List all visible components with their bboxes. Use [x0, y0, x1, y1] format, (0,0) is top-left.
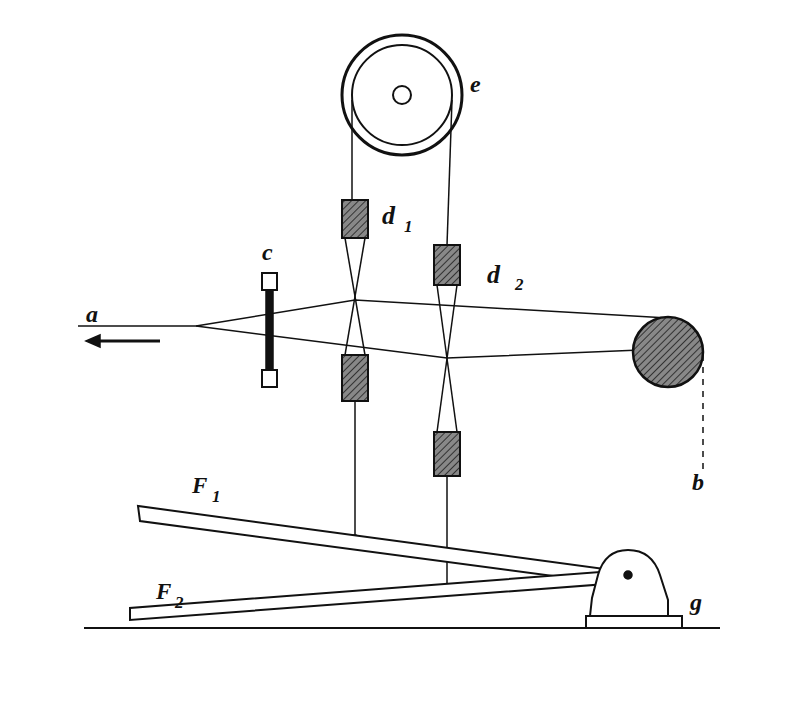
- treadle: [138, 506, 612, 583]
- part-letter: b: [692, 470, 704, 494]
- treadle-cord: [446, 476, 448, 588]
- arrow-head: [86, 335, 100, 347]
- part-letter: a: [86, 302, 98, 326]
- part-letter: 1: [404, 218, 413, 235]
- reed: [266, 290, 273, 370]
- treadle: [130, 572, 606, 620]
- pivot-pin: [624, 571, 632, 579]
- heddle-frame: [342, 200, 368, 238]
- motion-arrow: [95, 340, 160, 343]
- rope: [447, 100, 452, 245]
- part-letter: c: [262, 240, 273, 264]
- warp-supply: [702, 355, 704, 470]
- part-letter: 1: [212, 488, 221, 505]
- pivot-bracket: [590, 550, 668, 616]
- rope: [351, 100, 353, 200]
- part-letter: e: [470, 72, 481, 96]
- pulley-rim: [352, 45, 452, 145]
- pivot-base: [586, 616, 682, 628]
- pulley: [342, 35, 462, 155]
- heddle-frame: [342, 355, 368, 401]
- heddle-frame: [434, 245, 460, 285]
- heddle-string: [345, 238, 365, 355]
- heddle-frame: [434, 432, 460, 476]
- floor: [84, 627, 720, 629]
- part-letter: 2: [515, 276, 524, 293]
- warp-beam: [633, 317, 703, 387]
- heddle-string: [345, 238, 365, 355]
- part-letter: 2: [175, 594, 184, 611]
- reed-cap: [262, 370, 277, 387]
- warp-thread: [196, 326, 640, 358]
- treadle-cord: [354, 401, 356, 537]
- part-letter: F: [192, 474, 207, 497]
- pulley-hub: [393, 86, 411, 104]
- part-letter: F: [156, 580, 171, 603]
- part-letter: g: [690, 590, 702, 614]
- part-letter: d: [382, 203, 395, 229]
- part-letter: d: [487, 262, 500, 288]
- reed-cap: [262, 273, 277, 290]
